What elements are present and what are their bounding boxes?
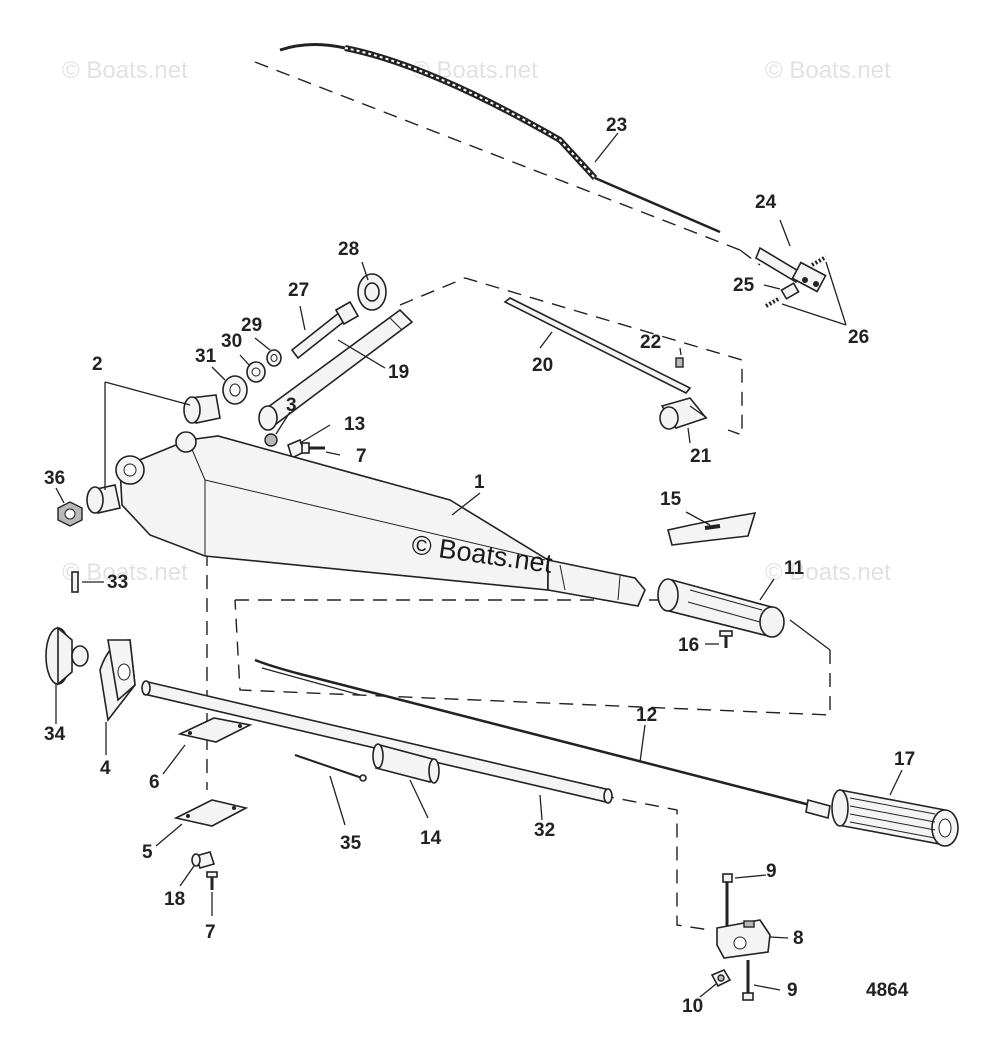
part-34-friction-knob [45, 626, 89, 686]
part-22-setscrew [675, 357, 684, 368]
callout-25: 25 [733, 275, 755, 296]
part-2-bushing-lower [86, 484, 121, 514]
callout-30: 30 [221, 331, 242, 352]
part-16-screw [719, 630, 733, 648]
callout-7-upper: 7 [356, 446, 367, 467]
callout-28: 28 [338, 239, 359, 260]
part-11-grip [657, 578, 785, 638]
callout-23: 23 [606, 115, 627, 136]
watermark: © Boats.net [765, 57, 891, 84]
callout-27: 27 [288, 280, 309, 301]
part-31-bushing [222, 375, 248, 405]
callout-7-lower: 7 [205, 922, 216, 943]
part-30-washer [246, 361, 266, 383]
callout-14: 14 [420, 828, 442, 849]
part-15-decal [667, 512, 757, 546]
callout-29: 29 [241, 315, 262, 336]
callout-33: 33 [107, 572, 128, 593]
part-24-link [755, 246, 827, 293]
part-5-plate [173, 799, 249, 827]
callout-15: 15 [660, 489, 682, 510]
part-36-locknut [57, 501, 83, 527]
part-7-screw-lower [206, 871, 218, 890]
part-20-rod [503, 297, 692, 395]
part-4-friction-plate [99, 639, 136, 722]
part-10-wingnut [710, 968, 732, 988]
watermark: © Boats.net [62, 57, 188, 84]
part-14-sleeve [372, 743, 440, 784]
part-33-pin [71, 571, 79, 593]
drawing-number: 4864 [866, 980, 909, 1001]
callout-10: 10 [682, 996, 703, 1017]
callout-8: 8 [793, 928, 804, 949]
callout-21: 21 [690, 446, 712, 467]
part-21-collar [659, 397, 708, 430]
callout-24: 24 [755, 192, 777, 213]
callout-2: 2 [92, 354, 103, 375]
callout-3: 3 [286, 395, 297, 416]
part-25-bushing [780, 282, 800, 300]
part-19-shaft [258, 308, 414, 431]
callout-9-lower: 9 [787, 980, 798, 1001]
callout-13: 13 [344, 414, 365, 435]
callout-36: 36 [44, 468, 65, 489]
part-35-cotter-pin [294, 754, 367, 782]
part-23-shift-cable [279, 42, 721, 234]
callout-6: 6 [149, 772, 160, 793]
callout-11: 11 [784, 558, 805, 579]
callout-20: 20 [532, 355, 553, 376]
callout-5: 5 [142, 842, 153, 863]
part-9-bolt-upper [722, 873, 733, 928]
callout-16: 16 [678, 635, 699, 656]
callout-32: 32 [534, 820, 555, 841]
part-3-nut [264, 433, 278, 447]
callout-31: 31 [195, 346, 217, 367]
callout-12: 12 [636, 705, 657, 726]
part-12-throttle-cable [254, 658, 831, 820]
callout-4: 4 [100, 758, 111, 779]
callout-34: 34 [44, 724, 66, 745]
part-7-screw [301, 442, 325, 454]
part-28-nut [357, 273, 387, 311]
part-29-washer [266, 349, 282, 367]
part-6-gasket [177, 717, 253, 743]
part-18-clip [191, 851, 216, 869]
part-8-clamp [716, 919, 771, 959]
callout-19: 19 [388, 362, 409, 383]
part-32-tube [141, 680, 613, 804]
part-9-bolt-lower [742, 960, 754, 1001]
callout-labels: 23 24 25 26 28 27 29 30 31 19 20 22 21 2… [44, 115, 915, 1017]
callout-22: 22 [640, 332, 661, 353]
part-17-throttle-grip [831, 789, 959, 847]
callout-35: 35 [340, 833, 362, 854]
part-26-screw [765, 255, 827, 308]
callout-26: 26 [848, 327, 869, 348]
watermark: © Boats.net [765, 559, 891, 586]
callout-1: 1 [474, 472, 485, 493]
callout-9-upper: 9 [766, 861, 777, 882]
watermark: © Boats.net [412, 57, 538, 84]
part-2-bushing-upper [183, 394, 221, 424]
callout-18: 18 [164, 889, 185, 910]
part-1-tiller-arm [115, 431, 646, 607]
part-27-bolt [290, 300, 360, 360]
callout-17: 17 [894, 749, 915, 770]
